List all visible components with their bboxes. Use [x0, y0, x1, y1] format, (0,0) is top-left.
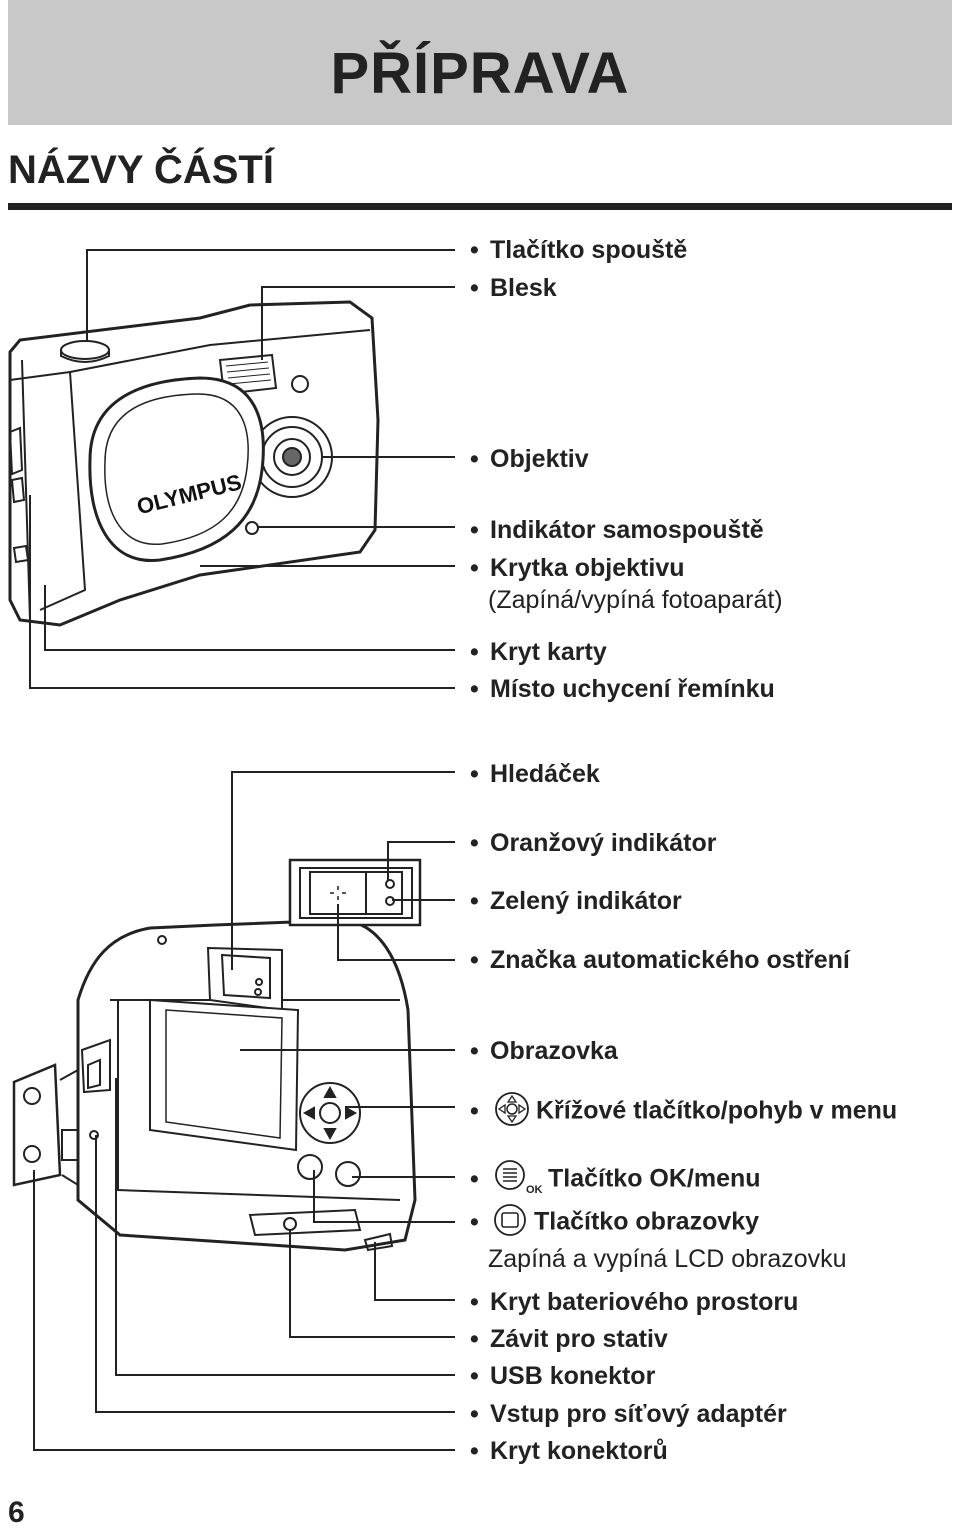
leader-lines	[29, 249, 455, 1451]
label-monitor-button-note: Zapíná a vypíná LCD obrazovku	[488, 1245, 847, 1273]
label-lens-cover: •Krytka objektivu	[470, 554, 685, 582]
label-monitor-button: •Tlačítko obrazovky	[470, 1204, 759, 1237]
page-title: PŘÍPRAVA	[330, 41, 630, 106]
header-band	[8, 0, 952, 125]
label-battery-cover: •Kryt bateriového prostoru	[470, 1288, 799, 1316]
label-tripod-socket: •Závit pro stativ	[470, 1325, 668, 1353]
label-usb-connector: •USB konektor	[470, 1362, 656, 1390]
monitor-icon	[494, 1204, 526, 1236]
label-card-cover: •Kryt karty	[470, 638, 607, 666]
label-arrow-pad: •Křížové tlačítko/pohyb v menu	[470, 1092, 897, 1127]
label-self-timer-indicator: •Indikátor samospouště	[470, 516, 764, 544]
label-lens: •Objektiv	[470, 445, 589, 473]
label-connector-cover: •Kryt konektorů	[470, 1437, 668, 1465]
label-autofocus-mark: •Značka automatického ostření	[470, 946, 850, 974]
label-strap-eyelet: •Místo uchycení řemínku	[470, 675, 775, 703]
label-orange-lamp: •Oranžový indikátor	[470, 829, 717, 857]
label-dc-in-jack: •Vstup pro síťový adaptér	[470, 1400, 787, 1428]
label-lens-cover-note: (Zapíná/vypíná fotoaparát)	[488, 586, 783, 614]
arrow-pad-icon	[495, 1092, 529, 1126]
label-flash: •Blesk	[470, 274, 557, 302]
section-title: NÁZVY ČÁSTÍ	[8, 148, 274, 192]
label-shutter-button: •Tlačítko spouště	[470, 236, 688, 264]
ok-subscript: OK	[526, 1184, 543, 1195]
front-camera-drawing: OLYMPUS	[8, 300, 380, 627]
label-monitor: •Obrazovka	[470, 1037, 618, 1065]
page-number: 6	[8, 1496, 25, 1529]
viewfinder-detail-drawing	[288, 858, 422, 927]
back-camera-drawing	[12, 918, 417, 1252]
label-viewfinder: •Hledáček	[470, 760, 600, 788]
section-rule	[8, 203, 952, 210]
ok-menu-icon: OK	[495, 1160, 543, 1195]
label-green-lamp: •Zelený indikátor	[470, 887, 682, 915]
